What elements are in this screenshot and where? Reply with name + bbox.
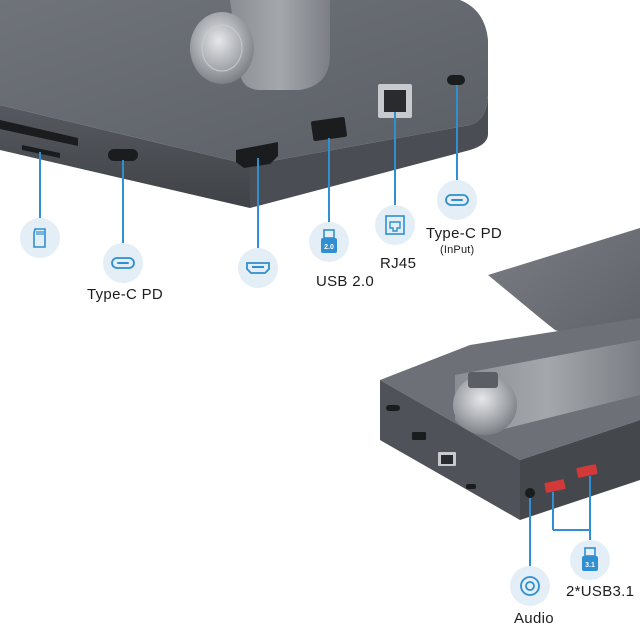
label-input: (InPut) [440, 244, 475, 256]
usb31-port-2 [576, 464, 598, 478]
micro-sd-slot [22, 145, 60, 158]
leader-lines-top [39, 85, 458, 248]
sd-card-slot [0, 120, 78, 146]
dock-top-view [0, 0, 488, 248]
audio-jack [525, 488, 535, 498]
hinge-knob [190, 12, 254, 84]
hdmi-port [236, 142, 278, 168]
type-c-port-front [108, 149, 138, 161]
usb31-badge-text: 3.1 [585, 562, 595, 569]
usb31-icon: 3.1 [570, 540, 610, 580]
dock-side-view [380, 228, 640, 566]
label-type-c-pd: Type-C PD [87, 286, 164, 303]
type-c-port-input [447, 75, 465, 85]
label-audio: Audio [514, 610, 554, 627]
label-usb31: 2*USB3.1 [566, 583, 635, 600]
ethernet-icon [375, 205, 415, 245]
type-c-icon [103, 243, 143, 283]
usb2-port [311, 116, 347, 142]
usb31-port-1 [544, 479, 566, 493]
usb2-badge-text: 2.0 [324, 244, 334, 251]
label-rj45: RJ45 [380, 255, 417, 272]
hdmi-icon [238, 248, 278, 288]
label-usb2: USB 2.0 [316, 273, 374, 290]
audio-icon [510, 566, 550, 606]
type-c-input-icon [437, 180, 477, 220]
label-type-c-pd-input: Type-C PD [426, 225, 503, 242]
usb2-icon: 2.0 [309, 222, 349, 262]
sd-card-icon [20, 218, 60, 258]
leader-lines-side [529, 476, 591, 566]
